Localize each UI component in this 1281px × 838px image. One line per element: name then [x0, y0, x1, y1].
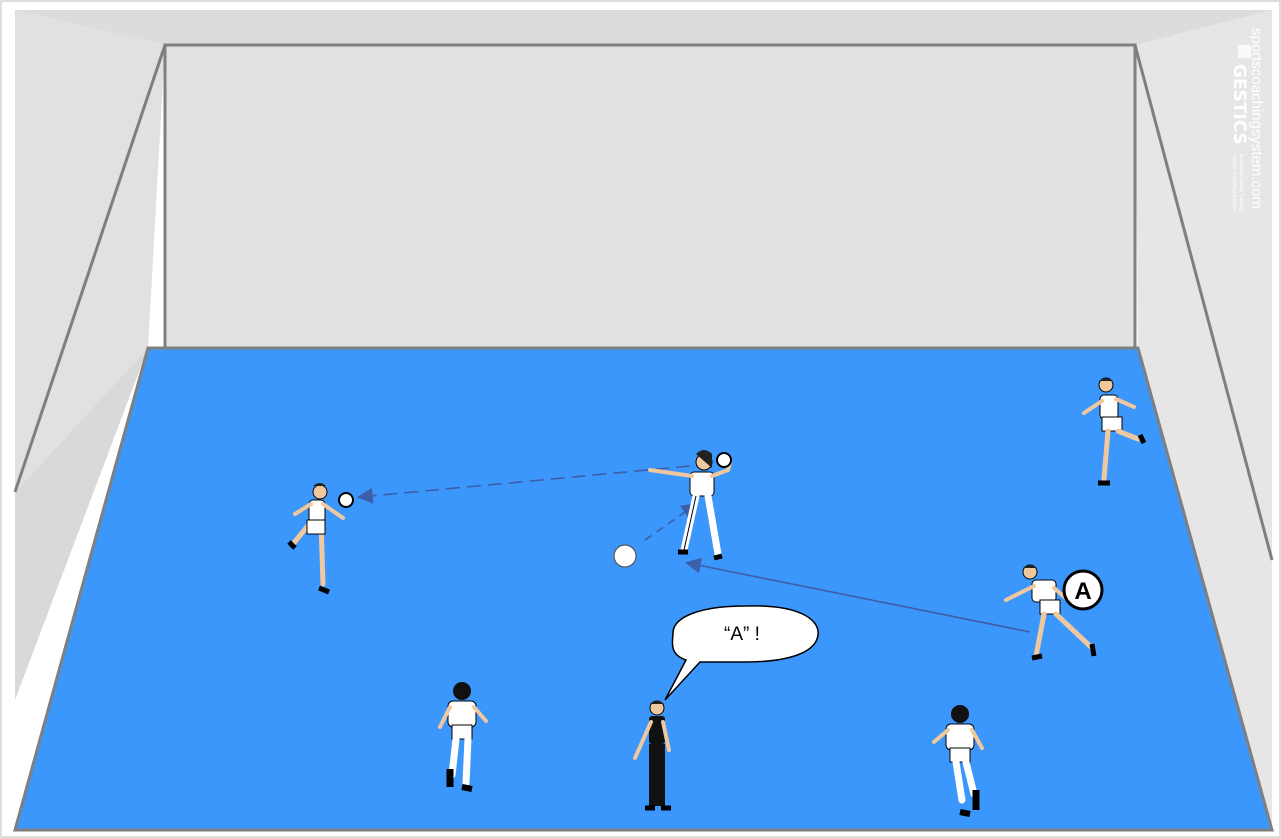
player-shirt	[946, 724, 974, 750]
watermark-logo-icon	[1238, 45, 1251, 58]
watermark-brand: GESTICS	[1229, 64, 1249, 145]
back-wall	[165, 45, 1135, 348]
player-head	[951, 705, 969, 723]
player-shirt	[1032, 580, 1056, 602]
ball-left-receiver	[339, 493, 353, 507]
watermark-tagline-2: Images Coaching System	[1231, 154, 1237, 211]
speech-bubble-text: “A” !	[724, 624, 760, 645]
watermark-tagline-1: Exercises Sports Training	[1238, 154, 1244, 211]
top-wall-band	[15, 10, 1272, 45]
player-a-label: A	[1074, 578, 1091, 605]
loose-ball	[614, 545, 636, 567]
player-head	[453, 682, 471, 700]
player-shirt	[448, 701, 476, 727]
ball-center-thrower	[717, 453, 731, 467]
player-head	[313, 485, 327, 499]
